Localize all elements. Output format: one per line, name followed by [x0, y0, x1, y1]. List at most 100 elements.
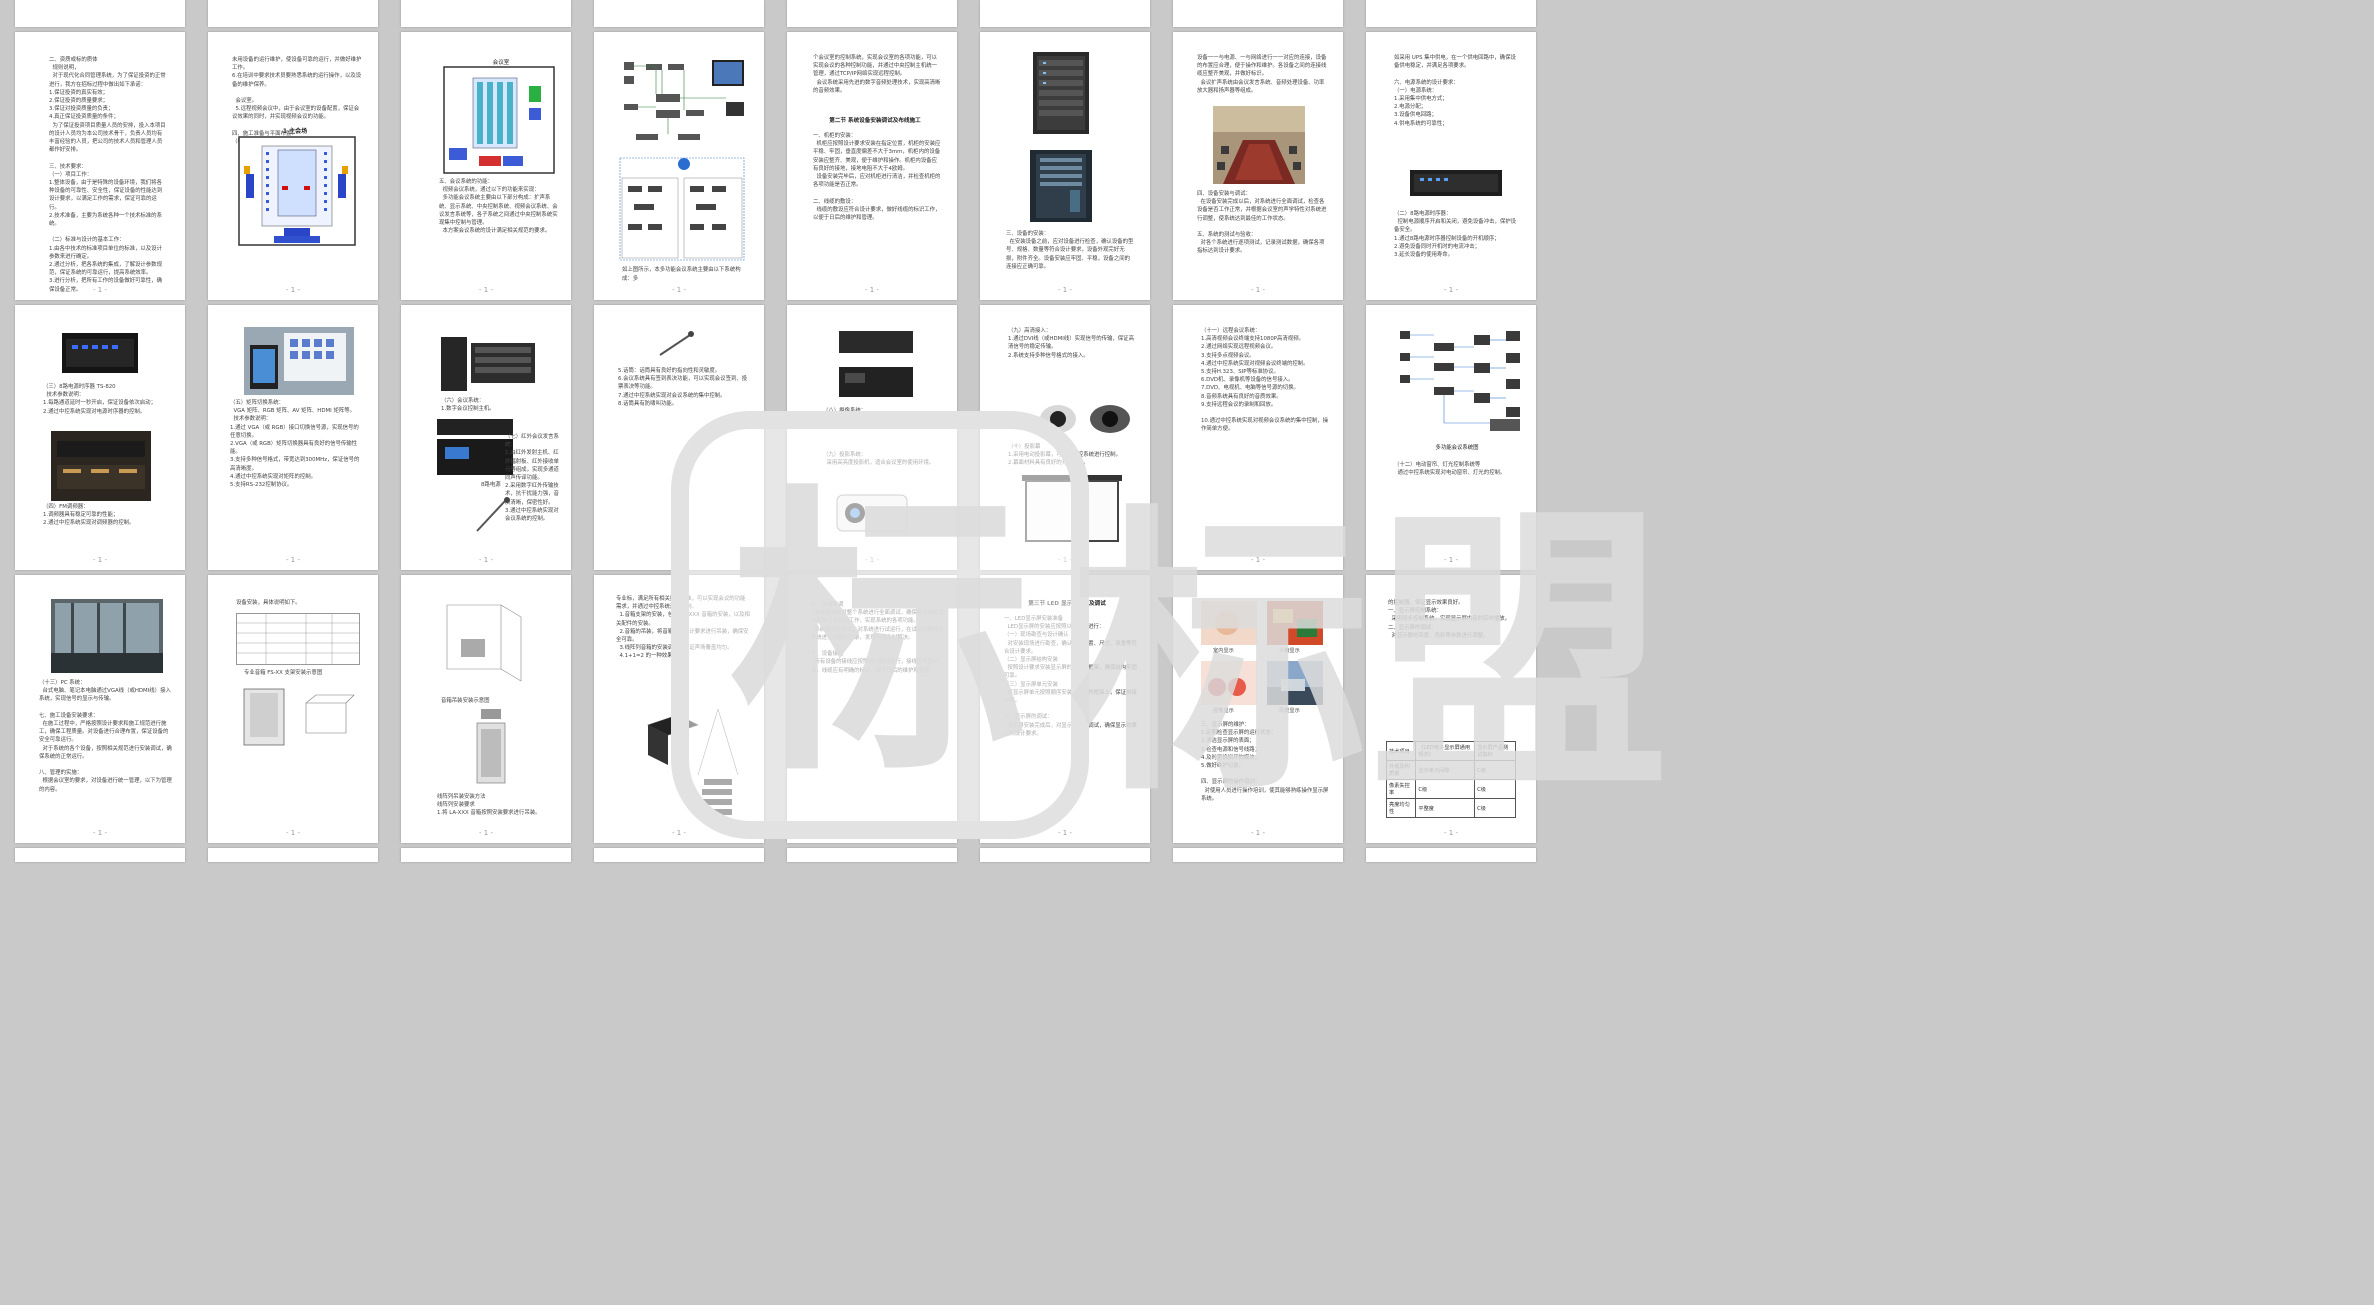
page-strip-top-1: [15, 0, 185, 27]
conference-room-photo: [1213, 106, 1305, 184]
page-strip-bottom-2: [208, 848, 378, 862]
doc-page[interactable]: 会议室 五、会议系统的功能： 视频会议系统，通过以下的功能来实现： 多功能会议系…: [401, 32, 571, 300]
page-body-text: 二、资质或标的质体 规则说明， 对于现代化合同管理系统，为了保证投资的正常进行，…: [49, 57, 166, 293]
projection-screen-photo: [1022, 475, 1122, 542]
doc-page[interactable]: 九、系统联调 系统联调是对整个系统进行全面调试，确保各子系统之间能够正常协同工作…: [787, 575, 957, 843]
rack-device-photo: [51, 431, 151, 501]
doc-page[interactable]: （十三）PC 系统： 台式电脑、笔记本电脑通过VGA线（或HDMI线）接入系统，…: [15, 575, 185, 843]
display-sample-photo: [1267, 601, 1323, 645]
doc-page[interactable]: （三）8路电源时序器 TS-820 技术参数说明： 1.每路通道延时一秒开启，保…: [15, 305, 185, 570]
page-body-text: 线阵列吊装安装方法 线阵列安装要求 1.将 LA-XXX 音箱按照安装要求进行吊…: [437, 794, 541, 817]
projector-photo: [836, 494, 908, 532]
page-body-text: 未用设备的运行维护，使设备可靠的运行，并做好维护工作。 6.在培训中要求技术员要…: [232, 57, 362, 145]
page-body-text: 九、系统联调 系统联调是对整个系统进行全面调试，确保各子系统之间能够正常协同工作…: [811, 602, 944, 674]
figure-caption: 专业音箱 FS-XX 支架安装示意图: [244, 670, 323, 676]
doc-page[interactable]: 三、设备的安装： 在安装设备之前，应对设备进行检查，确认设备的型号、规格、数量等…: [980, 32, 1150, 300]
page-number: - 1 -: [286, 286, 300, 294]
page-number: - 1 -: [1444, 556, 1458, 564]
doc-page[interactable]: 二、资质或标的质体 规则说明， 对于现代化合同管理系统，为了保证投资的正常进行，…: [15, 32, 185, 300]
page-number: - 1 -: [93, 556, 107, 564]
page-body-text: 设备一一与电源、一与网络进行一一对应的连接，设备的布置应合理，便于操作和维护。各…: [1197, 55, 1327, 94]
page-strip-top-6: [980, 0, 1150, 27]
doc-page[interactable]: （五）矩阵切换系统： VGA 矩阵、RGB 矩阵、AV 矩阵、HDMI 矩阵等。…: [208, 305, 378, 570]
page-body-text: 如采用 UPS 集中供电，在一个供电回路中，确保设备供电稳定，并满足各项要求。 …: [1394, 55, 1516, 127]
system-wiring-diagram: [1400, 331, 1520, 431]
page-number: - 1 -: [479, 829, 493, 837]
table-cell: 显示单元间隙: [1415, 760, 1476, 780]
page-body-text: 设备安装，具体说明如下。: [236, 600, 301, 606]
page-body-text: （六）会议系统： 1.数字会议控制主机。: [441, 398, 495, 413]
figure-caption: 室内显示: [1213, 648, 1234, 654]
page-strip-top-2: [208, 0, 378, 27]
doc-page[interactable]: 如上图所示，本多功能会议系统主要由以下系统构成：多 - 1 -: [594, 32, 764, 300]
page-body-text: （十）投影幕 1.采用电动投影幕，可通过中控系统进行控制。 2.幕面材料具有良好…: [1008, 444, 1121, 467]
page-number: - 1 -: [479, 286, 493, 294]
doc-page[interactable]: 未用设备的运行维护，使设备可靠的运行，并做好维护工作。 6.在培训中要求技术员要…: [208, 32, 378, 300]
doc-page[interactable]: 设备一一与电源、一与网络进行一一对应的连接，设备的布置应合理，便于操作和维护。各…: [1173, 32, 1343, 300]
doc-page[interactable]: 音箱吊装安装示意图 线阵列吊装安装方法 线阵列安装要求 1.将 LA-XXX 音…: [401, 575, 571, 843]
page-number: - 1 -: [93, 286, 107, 294]
doc-page[interactable]: （六）会议系统： 1.数字会议控制主机。 （七）红外会议发言系统： 1.由红外发…: [401, 305, 571, 570]
page-number: - 1 -: [1444, 829, 1458, 837]
doc-page[interactable]: 如采用 UPS 集中供电，在一个供电回路中，确保设备供电稳定，并满足各项要求。 …: [1366, 32, 1536, 300]
page-number: - 1 -: [479, 556, 493, 564]
page-number: - 1 -: [1444, 286, 1458, 294]
doc-page[interactable]: 专业标，满足所有相关技术标准，可以实现会议的功能需求，并通过中控系统进行控制。 …: [594, 575, 764, 843]
page-strip-top-7: [1173, 0, 1343, 27]
tablet-control-photo: [244, 327, 354, 395]
page-body-text: （八）摄像系统： 1.高清摄像机支持高清视频输出； 2.通过中控系统实现对摄像机…: [823, 408, 915, 431]
page-body-text: （七）红外会议发言系统： 1.由红外发射主机、红外辐射板、红外接收单元等组成，实…: [505, 434, 559, 523]
page-body-text: 一、LED显示屏安装准备 LED显示屏的安装应按照以下步骤进行： （一）现场勘查…: [1004, 616, 1137, 737]
page-strip-bottom-6: [980, 848, 1150, 862]
doc-page[interactable]: 设备安装，具体说明如下。 专业音箱 FS-XX 支架安装示意图 - 1 -: [208, 575, 378, 843]
page-strip-top-5: [787, 0, 957, 27]
table-cell: C级: [1415, 779, 1476, 799]
server-rack-photo: [1030, 150, 1092, 222]
doc-page[interactable]: （十一）远程会议系统： 1.高清视频会议终端支持1080P高清视频。 2.通过网…: [1173, 305, 1343, 570]
table-cell: C级: [1474, 798, 1516, 818]
doc-page[interactable]: 室内显示 人物显示 图像显示 风景显示 三、显示屏的维护： 1.定期检查显示屏的…: [1173, 575, 1343, 843]
page-body-text: 三、设备的安装： 在安装设备之前，应对设备进行检查，确认设备的型号、规格、数量等…: [1006, 231, 1134, 270]
doc-page[interactable]: 的控制器，保证显示效果良好。 一、显示屏控制系统： 采用同步控制系统，实现显示屏…: [1366, 575, 1536, 843]
page-body-text: （十一）远程会议系统： 1.高清视频会议终端支持1080P高清视频。 2.通过网…: [1201, 328, 1329, 433]
system-topology-diagram: [616, 54, 748, 262]
page-strip-bottom-7: [1173, 848, 1343, 862]
page-number: - 1 -: [286, 556, 300, 564]
matrix-switcher-photo: [441, 337, 535, 391]
page-body-text: 的控制器，保证显示效果良好。 一、显示屏控制系统： 采用同步控制系统，实现显示屏…: [1388, 600, 1511, 639]
doc-page[interactable]: （八）摄像系统： 1.高清摄像机支持高清视频输出； 2.通过中控系统实现对摄像机…: [787, 305, 957, 570]
table-cell: 像素失控率: [1385, 779, 1417, 799]
page-number: - 1 -: [865, 556, 879, 564]
doc-page[interactable]: 第三节 LED 显示屏安装及调试 一、LED显示屏安装准备 LED显示屏的安装应…: [980, 575, 1150, 843]
speaker-bracket-drawing: [243, 688, 355, 746]
table-cell: C级: [1474, 760, 1516, 780]
power-sequencer-photo: [1410, 170, 1502, 196]
conference-host-photo: [437, 419, 513, 475]
page-number: - 1 -: [1058, 286, 1072, 294]
table-cell: 《LED电子显示屏通用规范》: [1415, 741, 1476, 761]
speaker-hanging-drawing: [446, 604, 522, 682]
page-number: - 1 -: [672, 829, 686, 837]
section-title: 第二节 系统设备安装调试及布线施工: [829, 118, 921, 124]
page-strip-top-4: [594, 0, 764, 27]
doc-page[interactable]: 个会议室的控制系统，实现会议室的各项功能，可以实现会议的各种控制功能，并通过中央…: [787, 32, 957, 300]
page-number: - 1 -: [286, 829, 300, 837]
doc-page[interactable]: 多功能会议系统图 （十二）电动窗帘、灯光控制系统等 通过中控系统实现对电动窗帘、…: [1366, 305, 1536, 570]
equipment-cabinet-photo: [1033, 52, 1089, 134]
meeting-room-diagram: [443, 66, 555, 174]
page-body-text: （五）矩阵切换系统： VGA 矩阵、RGB 矩阵、AV 矩阵、HDMI 矩阵等。…: [230, 400, 360, 489]
table-cell: 平整度: [1415, 798, 1476, 818]
page-number: - 1 -: [672, 286, 686, 294]
video-device-photo: [839, 331, 913, 397]
page-body-text: （二）8路电源时序器： 控制电源顺序开启和关闭，避免设备冲击，保护设备安全。 1…: [1394, 211, 1517, 259]
doc-page[interactable]: 5.话筒：话筒具有良好的指向性和灵敏度。 6.会议系统具有签到表决功能，可以实现…: [594, 305, 764, 570]
page-number: - 1 -: [1058, 829, 1072, 837]
room-label: 会议室: [492, 60, 510, 66]
page-strip-bottom-3: [401, 848, 571, 862]
page-number: - 1 -: [865, 286, 879, 294]
table-cell: C级: [1474, 779, 1516, 799]
doc-page[interactable]: （九）高清接入： 1.通过DVI线（或HDMI线）实现信号的传输，保证高清信号的…: [980, 305, 1150, 570]
page-body-text: （十二）电动窗帘、灯光控制系统等 通过中控系统实现对电动窗帘、灯光的控制。: [1394, 462, 1506, 477]
figure-caption: 音箱吊装安装示意图: [441, 698, 490, 704]
page-number: - 1 -: [1251, 829, 1265, 837]
